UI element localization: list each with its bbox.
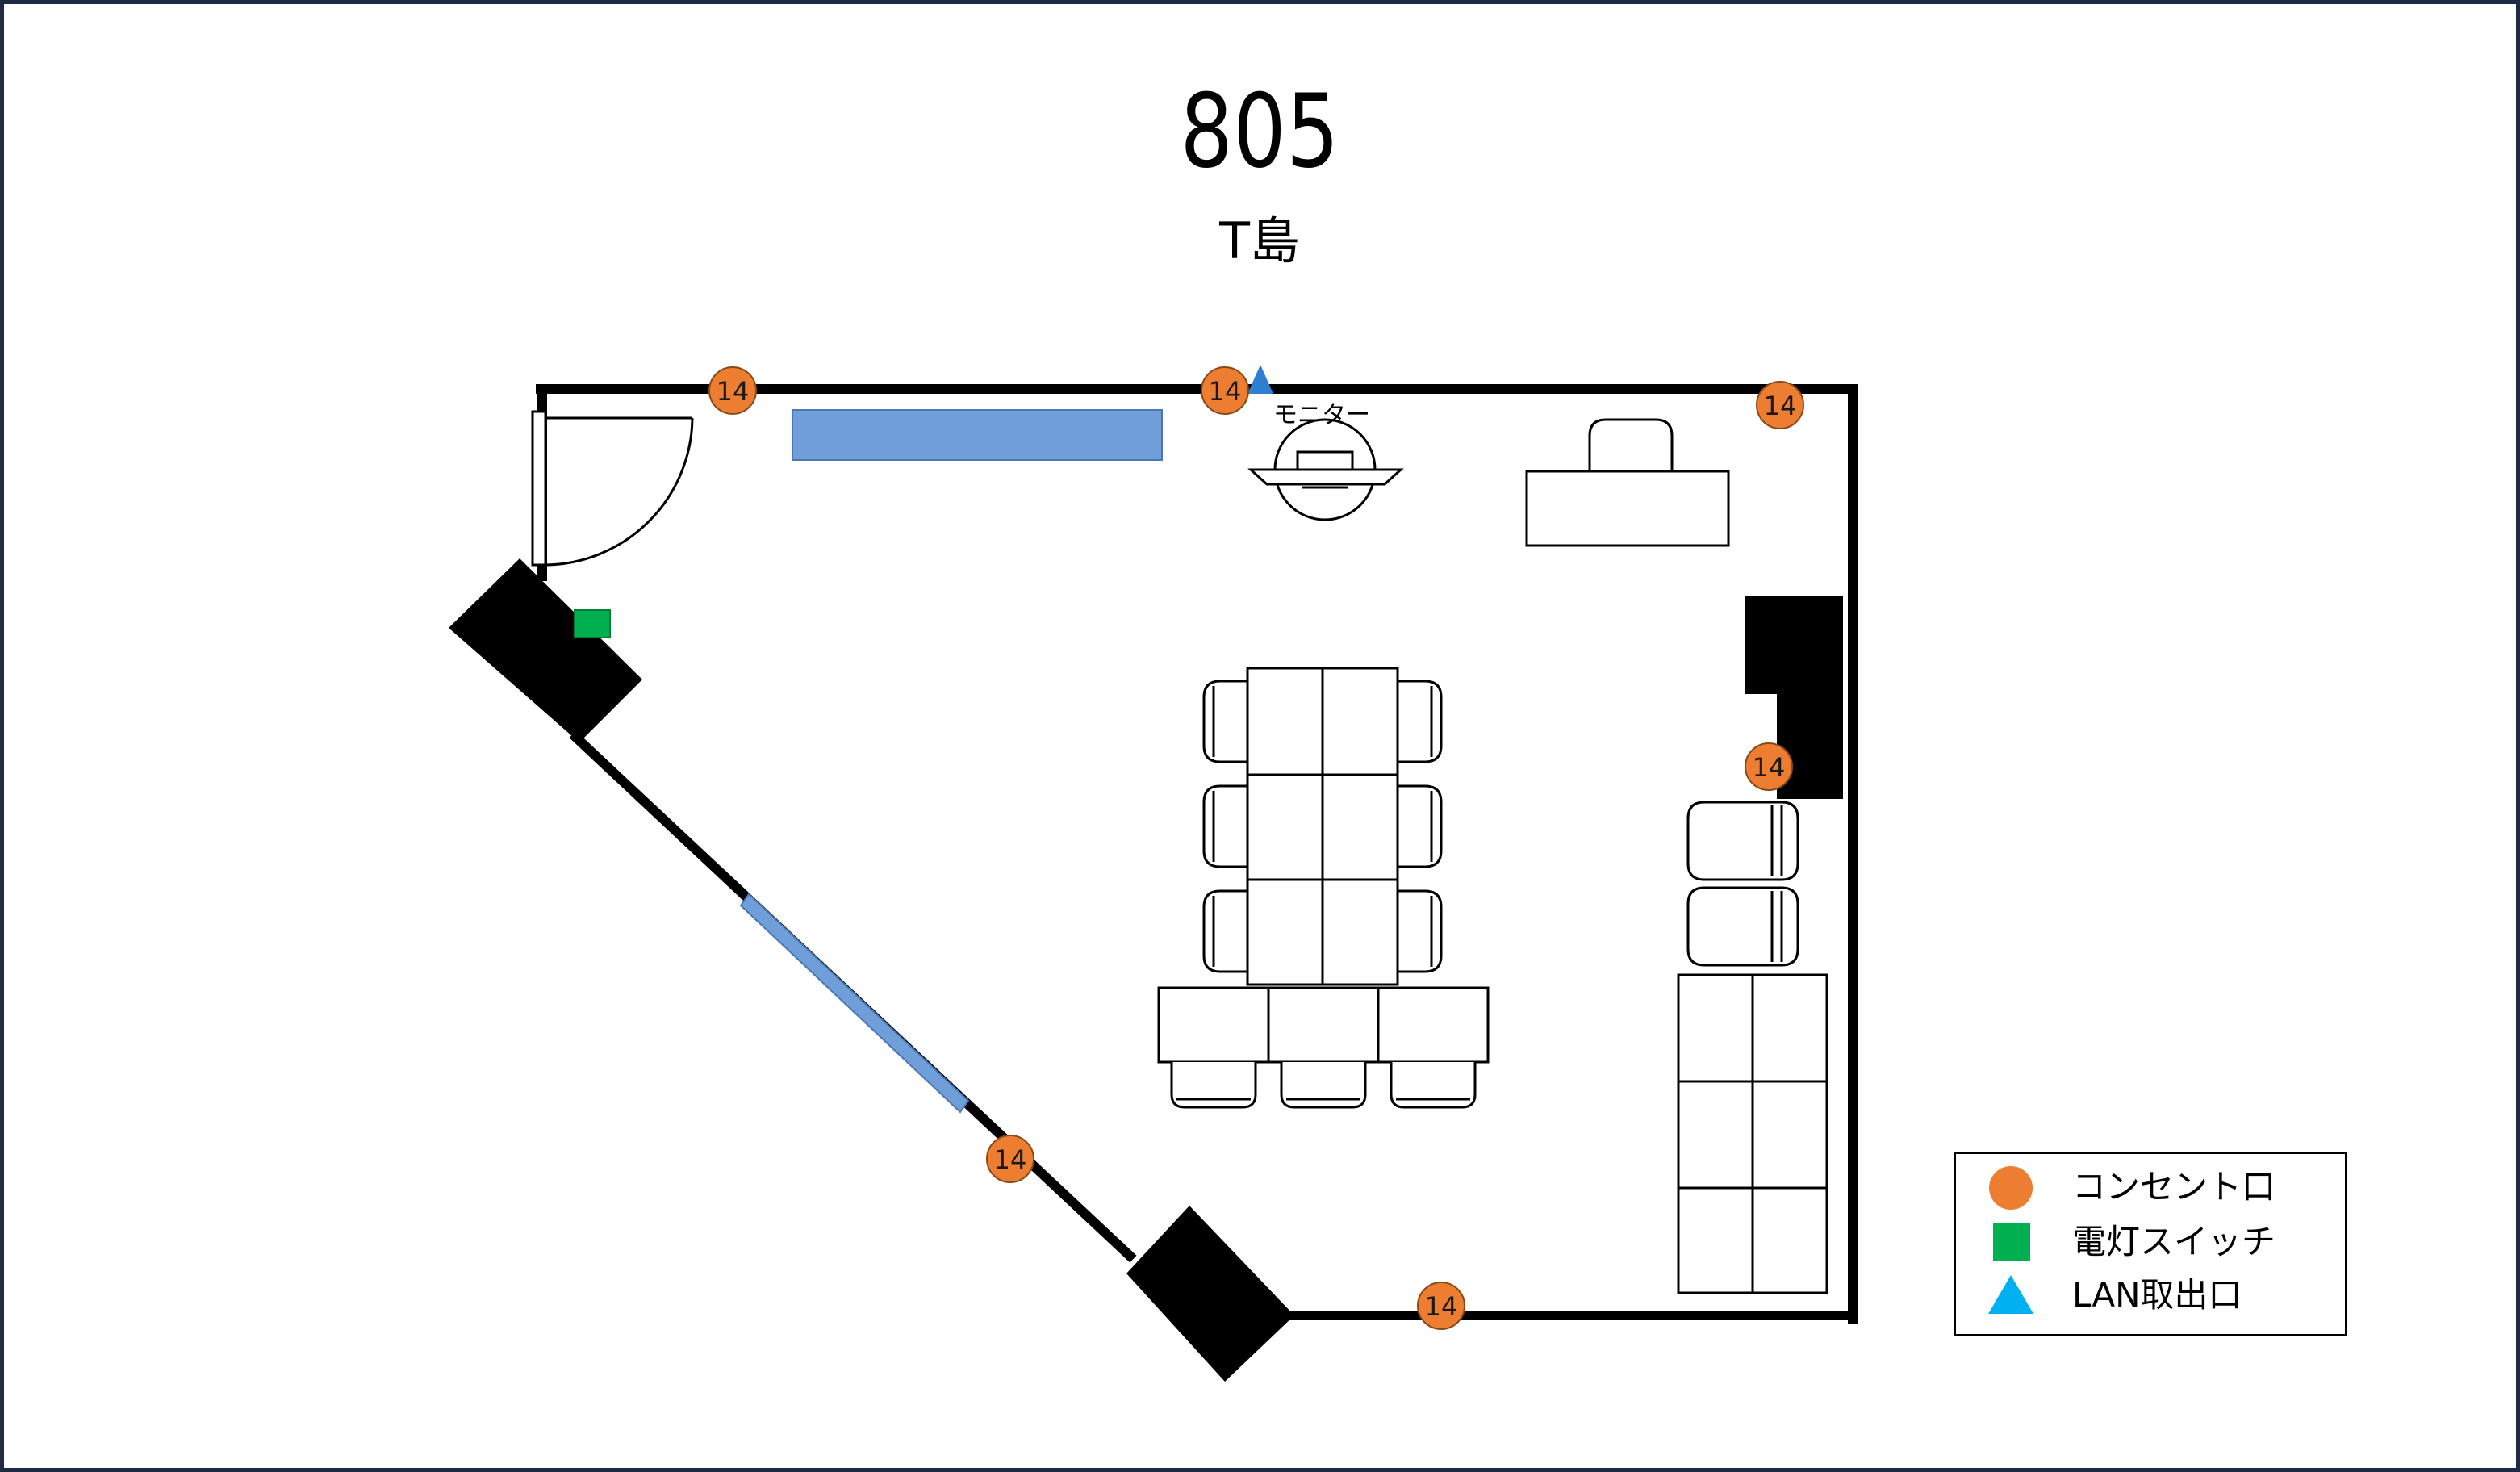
legend-item-outlet: コンセント口	[1956, 1164, 2345, 1215]
outlet-marker: 14	[1417, 1282, 1465, 1330]
legend: コンセント口 電灯スイッチ LAN取出口	[1954, 1152, 2347, 1336]
svg-text:14: 14	[994, 1144, 1027, 1175]
outlet-marker: 14	[1756, 381, 1804, 429]
outlet-marker: 14	[1201, 366, 1249, 415]
light-switch-marker	[574, 609, 611, 638]
door	[531, 410, 694, 567]
svg-text:14: 14	[1753, 752, 1786, 783]
legend-item-lan: LAN取出口	[1956, 1272, 2345, 1324]
outlet-marker: 14	[708, 366, 757, 415]
legend-label: 電灯スイッチ	[2072, 1222, 2276, 1261]
svg-text:14: 14	[1209, 376, 1242, 407]
table-chairs-left	[1202, 680, 1249, 973]
monitor-label: モニター	[1273, 401, 1370, 429]
outlet-marker: 14	[1745, 742, 1793, 791]
pillar-right	[1745, 596, 1843, 799]
outlet-marker: 14	[986, 1135, 1034, 1183]
pillar-left	[449, 558, 642, 742]
monitor	[1247, 418, 1404, 521]
room-number-title: 805	[1180, 72, 1339, 190]
legend-label: コンセント口	[2072, 1167, 2276, 1206]
pillar-bottom	[1126, 1206, 1294, 1382]
blue-triangle-icon	[1988, 1275, 2033, 1314]
svg-text:14: 14	[1764, 391, 1797, 421]
legend-label: LAN取出口	[2072, 1275, 2242, 1315]
svg-text:14: 14	[717, 376, 750, 407]
bottom-desk-row	[1157, 986, 1490, 1109]
right-side-chairs	[1686, 801, 1799, 967]
conference-table	[1246, 667, 1399, 986]
green-square-icon	[1993, 1223, 2030, 1261]
window-top	[792, 409, 1163, 461]
table-chairs-right	[1396, 680, 1443, 973]
svg-text:14: 14	[1425, 1291, 1458, 1322]
top-wall	[536, 384, 1858, 1324]
desk-with-chair	[1525, 418, 1730, 547]
orange-circle-icon	[1989, 1166, 2033, 1210]
lan-outlet-marker	[1247, 365, 1273, 394]
legend-item-light-switch: 電灯スイッチ	[1956, 1219, 2345, 1270]
right-side-cabinet	[1677, 973, 1828, 1294]
area-name-subtitle: T島	[1219, 211, 1300, 270]
window-diagonal	[739, 893, 970, 1114]
